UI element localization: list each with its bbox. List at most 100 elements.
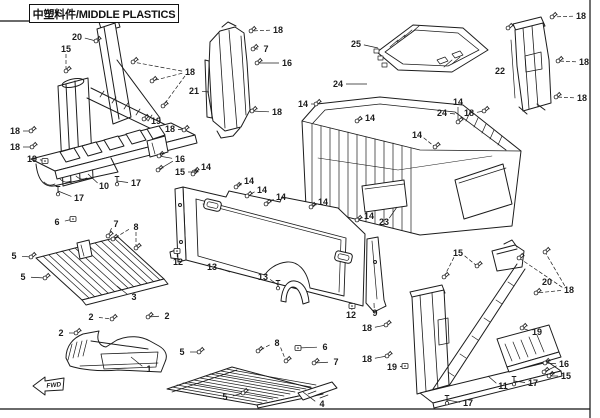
clip-icon bbox=[69, 216, 77, 222]
callout-23: 23 bbox=[379, 217, 389, 227]
leader-line bbox=[151, 72, 183, 82]
clip-icon bbox=[294, 345, 302, 351]
bolt-icon bbox=[114, 176, 120, 187]
screw-icon bbox=[549, 11, 558, 20]
diagram-title-box: 中塑料件/MIDDLE PLASTICS bbox=[29, 4, 179, 23]
callout-16: 16 bbox=[559, 359, 569, 369]
callout-16: 16 bbox=[175, 154, 185, 164]
callout-20: 20 bbox=[542, 277, 552, 287]
screw-icon bbox=[28, 251, 37, 260]
screw-icon bbox=[29, 141, 38, 150]
callout-19: 19 bbox=[532, 327, 542, 337]
screw-icon bbox=[541, 366, 550, 375]
screw-icon bbox=[149, 75, 158, 84]
screw-icon bbox=[181, 124, 190, 133]
callout-19: 19 bbox=[387, 362, 397, 372]
callout-16: 16 bbox=[282, 58, 292, 68]
screw-icon bbox=[249, 105, 258, 114]
screw-icon bbox=[474, 260, 483, 269]
leader-line bbox=[257, 344, 270, 352]
screw-icon bbox=[156, 150, 165, 159]
callout-18: 18 bbox=[10, 126, 20, 136]
callout-18: 18 bbox=[362, 323, 372, 333]
callout-7: 7 bbox=[263, 44, 268, 54]
callout-18: 18 bbox=[185, 67, 195, 77]
fwd-arrow-label: FWD bbox=[46, 381, 62, 390]
screw-icon bbox=[73, 327, 82, 336]
callout-13: 13 bbox=[207, 262, 217, 272]
leader-line bbox=[57, 190, 72, 197]
callout-14: 14 bbox=[364, 211, 374, 221]
callout-22: 22 bbox=[495, 66, 505, 76]
screw-icon bbox=[141, 113, 150, 122]
leader-line bbox=[464, 255, 478, 267]
callout-18: 18 bbox=[272, 107, 282, 117]
callout-12: 12 bbox=[173, 257, 183, 267]
callout-17: 17 bbox=[528, 378, 538, 388]
screw-icon bbox=[481, 105, 490, 114]
callout-20: 20 bbox=[72, 32, 82, 42]
callout-21: 21 bbox=[189, 86, 199, 96]
callout-6: 6 bbox=[54, 217, 59, 227]
callout-2: 2 bbox=[88, 312, 93, 322]
leader-line bbox=[269, 279, 279, 286]
callout-6: 6 bbox=[322, 342, 327, 352]
screw-icon bbox=[145, 311, 154, 320]
leader-line bbox=[219, 268, 231, 273]
part-21-pillar-trim-drawing bbox=[204, 21, 251, 139]
leader-line bbox=[98, 317, 113, 320]
callout-10: 10 bbox=[99, 181, 109, 191]
screw-icon bbox=[130, 56, 139, 65]
callout-17: 17 bbox=[131, 178, 141, 188]
screw-icon bbox=[133, 242, 142, 251]
leader-line bbox=[250, 29, 271, 32]
leader-line bbox=[446, 399, 461, 403]
callout-7: 7 bbox=[113, 219, 118, 229]
callout-18: 18 bbox=[564, 285, 574, 295]
callout-18: 18 bbox=[579, 57, 589, 67]
leader-line bbox=[30, 276, 46, 279]
part-1-front-cover-drawing bbox=[65, 330, 167, 373]
screw-icon bbox=[42, 272, 51, 281]
part-11-side-support-right-drawing bbox=[409, 239, 563, 409]
screw-icon bbox=[196, 346, 205, 355]
screw-icon bbox=[432, 141, 441, 150]
screw-icon bbox=[519, 322, 528, 331]
leader-line bbox=[130, 356, 143, 367]
leader-line bbox=[551, 15, 574, 18]
clip-icon bbox=[348, 303, 356, 309]
callout-15: 15 bbox=[175, 167, 185, 177]
callout-14: 14 bbox=[201, 162, 211, 172]
leader-line bbox=[449, 113, 456, 115]
callout-8: 8 bbox=[274, 338, 279, 348]
screw-icon bbox=[384, 350, 393, 359]
callout-17: 17 bbox=[463, 398, 473, 408]
callout-18: 18 bbox=[577, 93, 587, 103]
callout-14: 14 bbox=[412, 130, 422, 140]
leader-line bbox=[555, 96, 575, 99]
leader-line bbox=[518, 257, 563, 288]
screw-icon bbox=[105, 230, 114, 239]
bolt-icon bbox=[275, 280, 281, 291]
callout-13: 13 bbox=[258, 272, 268, 282]
callout-2: 2 bbox=[164, 311, 169, 321]
screw-icon bbox=[313, 98, 322, 107]
callout-14: 14 bbox=[365, 113, 375, 123]
screw-icon bbox=[109, 313, 118, 322]
leader-line bbox=[112, 229, 130, 240]
callout-14: 14 bbox=[298, 99, 308, 109]
leader-line bbox=[251, 110, 270, 113]
leader-line bbox=[157, 160, 174, 171]
callout-11: 11 bbox=[498, 381, 508, 391]
leader-line bbox=[162, 75, 186, 107]
screw-icon bbox=[441, 271, 450, 280]
bolt-icon bbox=[511, 376, 517, 387]
part-23-cargo-box-drawing bbox=[301, 96, 522, 236]
screw-icon bbox=[354, 214, 363, 223]
screw-icon bbox=[28, 125, 37, 134]
leader-line bbox=[116, 180, 129, 183]
leader-line bbox=[423, 137, 436, 148]
leader-line bbox=[87, 173, 98, 184]
